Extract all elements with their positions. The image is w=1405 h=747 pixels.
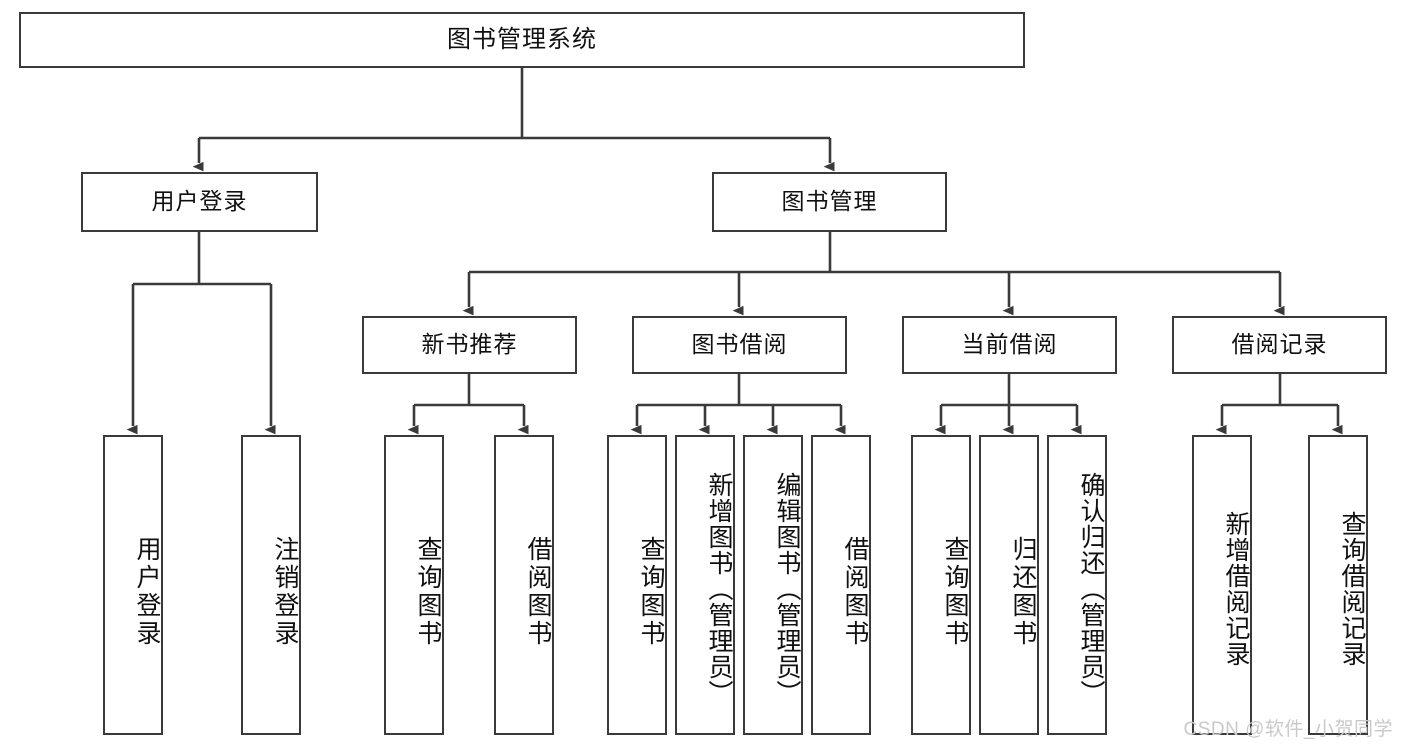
leaf-confirm-return-admin[interactable]: 确认归还（管理员） [1047,435,1107,735]
node-label: 注销登录 [271,536,299,648]
node-label: 新增借阅记录 [1222,511,1250,667]
leaf-query-book-borrow[interactable]: 查询图书 [607,435,667,735]
node-label: 图书借阅 [691,331,788,358]
leaf-user-login[interactable]: 用户登录 [103,435,163,735]
watermark-text: CSDN @软件_小贺同学 [1183,719,1393,740]
node-new-book-recommend[interactable]: 新书推荐 [362,316,577,374]
leaf-query-book-recommend[interactable]: 查询图书 [384,435,444,735]
node-label: 借阅记录 [1231,331,1328,358]
node-label: 查询图书 [637,536,665,648]
leaf-add-borrow-record[interactable]: 新增借阅记录 [1192,435,1252,735]
node-label: 查询图书 [414,536,442,648]
leaf-edit-book-admin[interactable]: 编辑图书（管理员） [743,435,803,735]
node-label: 查询图书 [941,536,969,648]
node-label: 用户登录 [133,536,161,648]
node-label: 编辑图书（管理员） [773,472,801,706]
node-label: 借阅图书 [841,536,869,648]
node-label: 新书推荐 [421,331,518,358]
node-borrow-record[interactable]: 借阅记录 [1172,316,1387,374]
node-label: 图书管理系统 [447,25,597,53]
node-label: 图书管理 [781,188,878,215]
node-user-login[interactable]: 用户登录 [81,172,318,232]
node-root-system[interactable]: 图书管理系统 [19,12,1025,68]
node-book-borrow[interactable]: 图书借阅 [632,316,847,374]
leaf-query-borrow-record[interactable]: 查询借阅记录 [1308,435,1368,735]
leaf-add-book-admin[interactable]: 新增图书（管理员） [675,435,735,735]
leaf-query-book-current[interactable]: 查询图书 [911,435,971,735]
node-book-management[interactable]: 图书管理 [712,172,947,232]
node-label: 归还图书 [1009,536,1037,648]
node-label: 当前借阅 [961,331,1058,358]
node-current-borrow[interactable]: 当前借阅 [902,316,1117,374]
leaf-borrow-book[interactable]: 借阅图书 [811,435,871,735]
node-label: 用户登录 [151,188,248,215]
node-label: 借阅图书 [524,536,552,648]
node-label: 确认归还（管理员） [1077,472,1105,706]
leaf-borrow-book-recommend[interactable]: 借阅图书 [494,435,554,735]
leaf-return-book[interactable]: 归还图书 [979,435,1039,735]
leaf-logout[interactable]: 注销登录 [241,435,301,735]
node-label: 新增图书（管理员） [705,472,733,706]
node-label: 查询借阅记录 [1338,511,1366,667]
